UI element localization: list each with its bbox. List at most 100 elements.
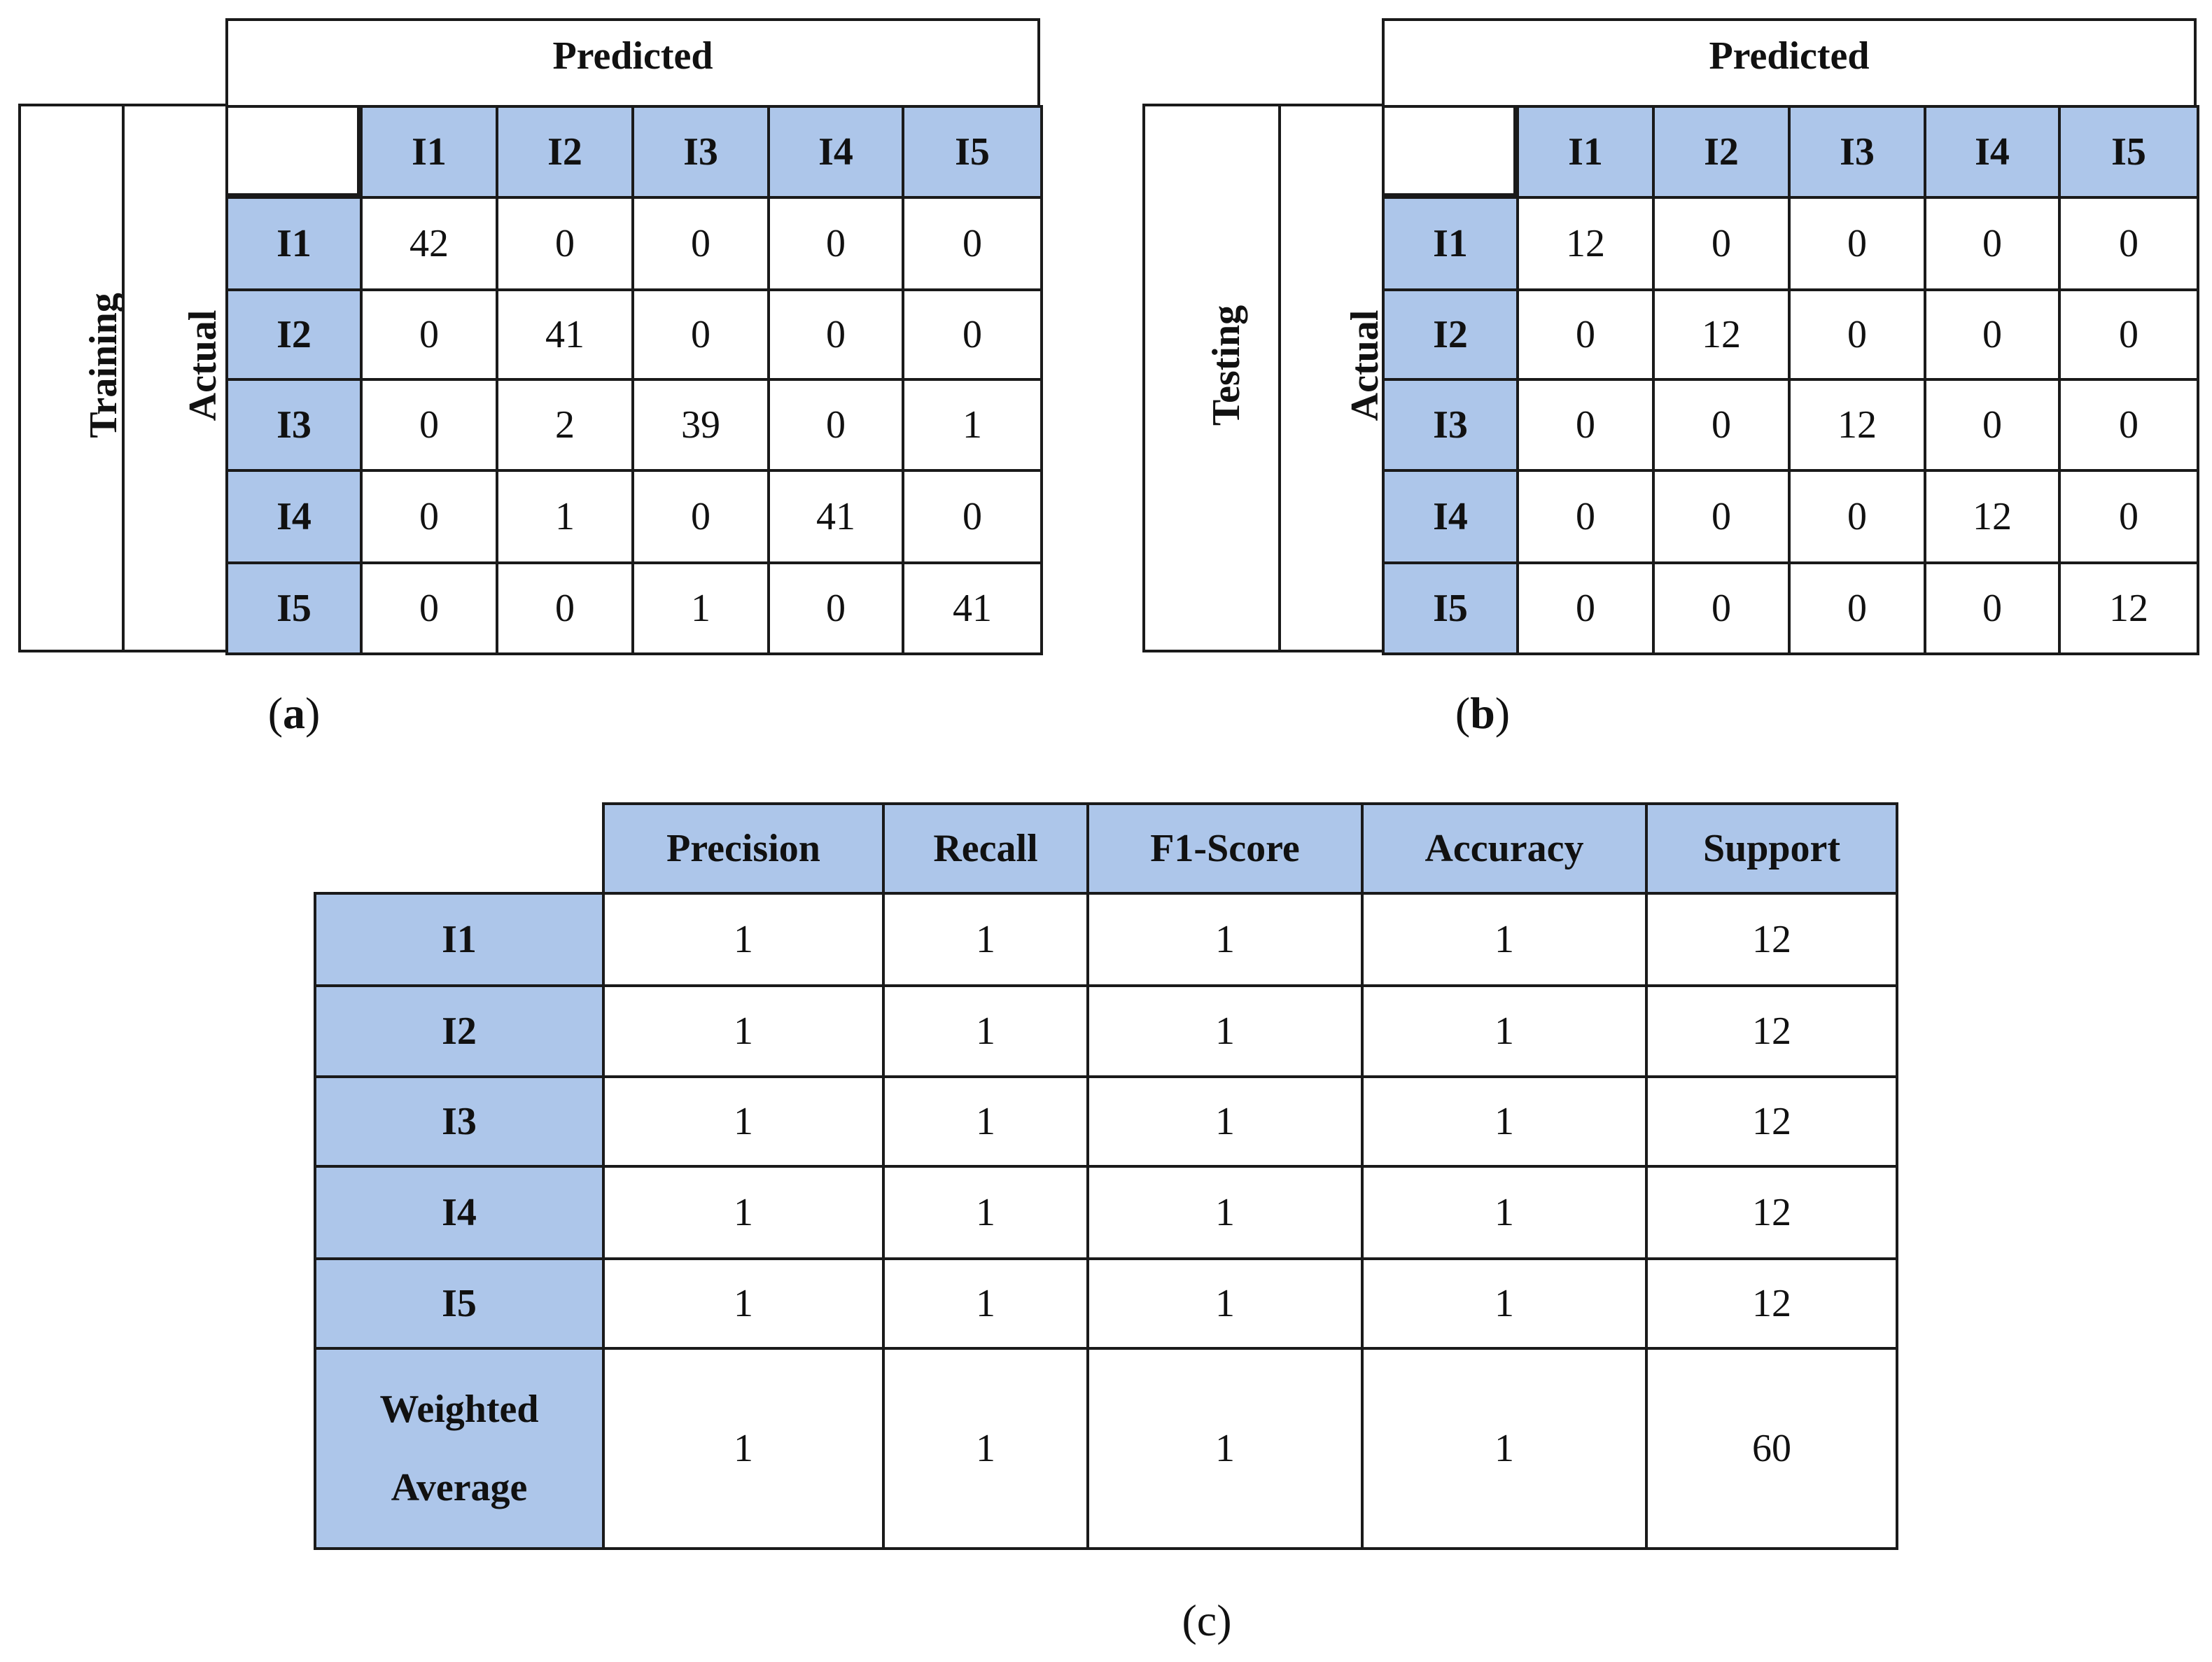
matrix-cell: 0 [360,469,498,564]
metrics-cell: 1 [1086,892,1364,987]
metrics-row: I3 1 1 1 1 12 [314,1075,1898,1168]
predicted-class-header: I4 [1924,105,2061,199]
metrics-cell: 1 [1086,1075,1364,1168]
predicted-class-header: I1 [1516,105,1655,199]
metrics-cell: 1 [1086,1165,1364,1260]
matrix-cell: 0 [631,196,770,291]
panel-a-split-column [18,104,125,652]
metrics-cell: 1 [1086,1347,1364,1550]
metrics-row-label: I4 [314,1165,605,1260]
matrix-cell: 0 [1652,378,1791,472]
matrix-cell: 0 [1788,288,1926,381]
metrics-cell: 12 [1645,1165,1898,1260]
metrics-cell: 1 [1361,984,1648,1078]
metrics-header-row: Precision Recall F1-Score Accuracy Suppo… [315,802,1898,895]
matrix-cell: 0 [767,561,904,655]
actual-class-header: I1 [1382,196,1519,291]
matrix-cell: 0 [360,288,498,381]
actual-class-header: I1 [225,196,363,291]
metrics-corner [315,804,603,893]
metrics-col-accuracy: Accuracy [1361,802,1648,895]
metrics-cell: 1 [1086,984,1364,1078]
metrics-cell: 1 [602,1165,885,1260]
metrics-cell: 1 [1361,1075,1648,1168]
metrics-col-precision: Precision [602,802,885,895]
matrix-cell: 0 [1924,288,2061,381]
matrix-cell: 0 [767,378,904,472]
panel-b-caption: (b) [1455,688,1511,738]
matrix-cell: 12 [1924,469,2061,564]
panel-b-split-label: Testing [1205,305,1248,426]
metrics-cell: 1 [1361,1165,1648,1260]
matrix-cell: 0 [496,561,634,655]
metrics-cell: 1 [882,1075,1089,1168]
matrix-cell: 0 [1924,561,2061,655]
metrics-col-support: Support [1645,802,1898,895]
matrix-cell: 0 [496,196,634,291]
matrix-cell: 0 [1788,469,1926,564]
metrics-cell: 1 [602,984,885,1078]
matrix-cell: 0 [2058,378,2199,472]
matrix-cell: 0 [1788,561,1926,655]
metrics-cell: 1 [882,984,1089,1078]
metrics-cell: 1 [1086,1257,1364,1350]
panel-c-metrics-table: Precision Recall F1-Score Accuracy Suppo… [314,802,1898,1550]
metrics-cell: 1 [1361,1257,1648,1350]
metrics-cell: 60 [1645,1347,1898,1550]
matrix-cell: 12 [1652,288,1791,381]
panel-b-predicted-header [1382,18,2197,108]
matrix-cell: 0 [1788,196,1926,291]
metrics-cell: 1 [882,892,1089,987]
metrics-cell: 12 [1645,1075,1898,1168]
actual-class-header: I5 [225,561,363,655]
predicted-class-header: I2 [1652,105,1791,199]
predicted-class-header: I5 [902,105,1043,199]
panel-b-split-column [1142,104,1281,652]
metrics-cell: 12 [1645,892,1898,987]
matrix-cell: 12 [2058,561,2199,655]
panel-b-actual-label: Actual [1343,309,1387,421]
actual-class-header: I2 [225,288,363,381]
matrix-cell: 12 [1788,378,1926,472]
matrix-cell: 0 [2058,469,2199,564]
matrix-cell: 41 [767,469,904,564]
matrix-cell: 2 [496,378,634,472]
metrics-row: I4 1 1 1 1 12 [314,1165,1898,1260]
matrix-cell: 0 [631,469,770,564]
panel-b-predicted-label: Predicted [1709,34,1870,78]
matrix-cell: 41 [496,288,634,381]
actual-class-header: I5 [1382,561,1519,655]
metrics-cell: 1 [602,1347,885,1550]
predicted-class-header: I5 [2058,105,2199,199]
matrix-cell: 0 [902,196,1043,291]
metrics-row-label: I1 [314,892,605,987]
matrix-cell: 1 [902,378,1043,472]
actual-class-header: I3 [225,378,363,472]
matrix-cell: 0 [1652,196,1791,291]
actual-class-header: I2 [1382,288,1519,381]
metrics-row-label: I2 [314,984,605,1078]
matrix-cell: 0 [1924,196,2061,291]
panel-a-predicted-label: Predicted [552,34,713,78]
predicted-class-header: I4 [767,105,904,199]
matrix-cell: 0 [1924,378,2061,472]
metrics-cell: 1 [882,1165,1089,1260]
matrix-cell: 0 [1516,288,1655,381]
panel-a-predicted-header [225,18,1040,108]
actual-class-header: I3 [1382,378,1519,472]
matrix-cell: 12 [1516,196,1655,291]
metrics-row: I2 1 1 1 1 12 [314,984,1898,1078]
panel-a-actual-label: Actual [181,309,225,421]
panel-a-caption: (a) [267,688,321,738]
matrix-cell: 0 [1652,561,1791,655]
matrix-cell: 1 [631,561,770,655]
matrix-cell: 0 [902,288,1043,381]
metrics-cell: 1 [1361,1347,1648,1550]
matrix-cell: 41 [902,561,1043,655]
matrix-cell: 0 [767,196,904,291]
metrics-row-label: I3 [314,1075,605,1168]
matrix-cell: 0 [1516,469,1655,564]
